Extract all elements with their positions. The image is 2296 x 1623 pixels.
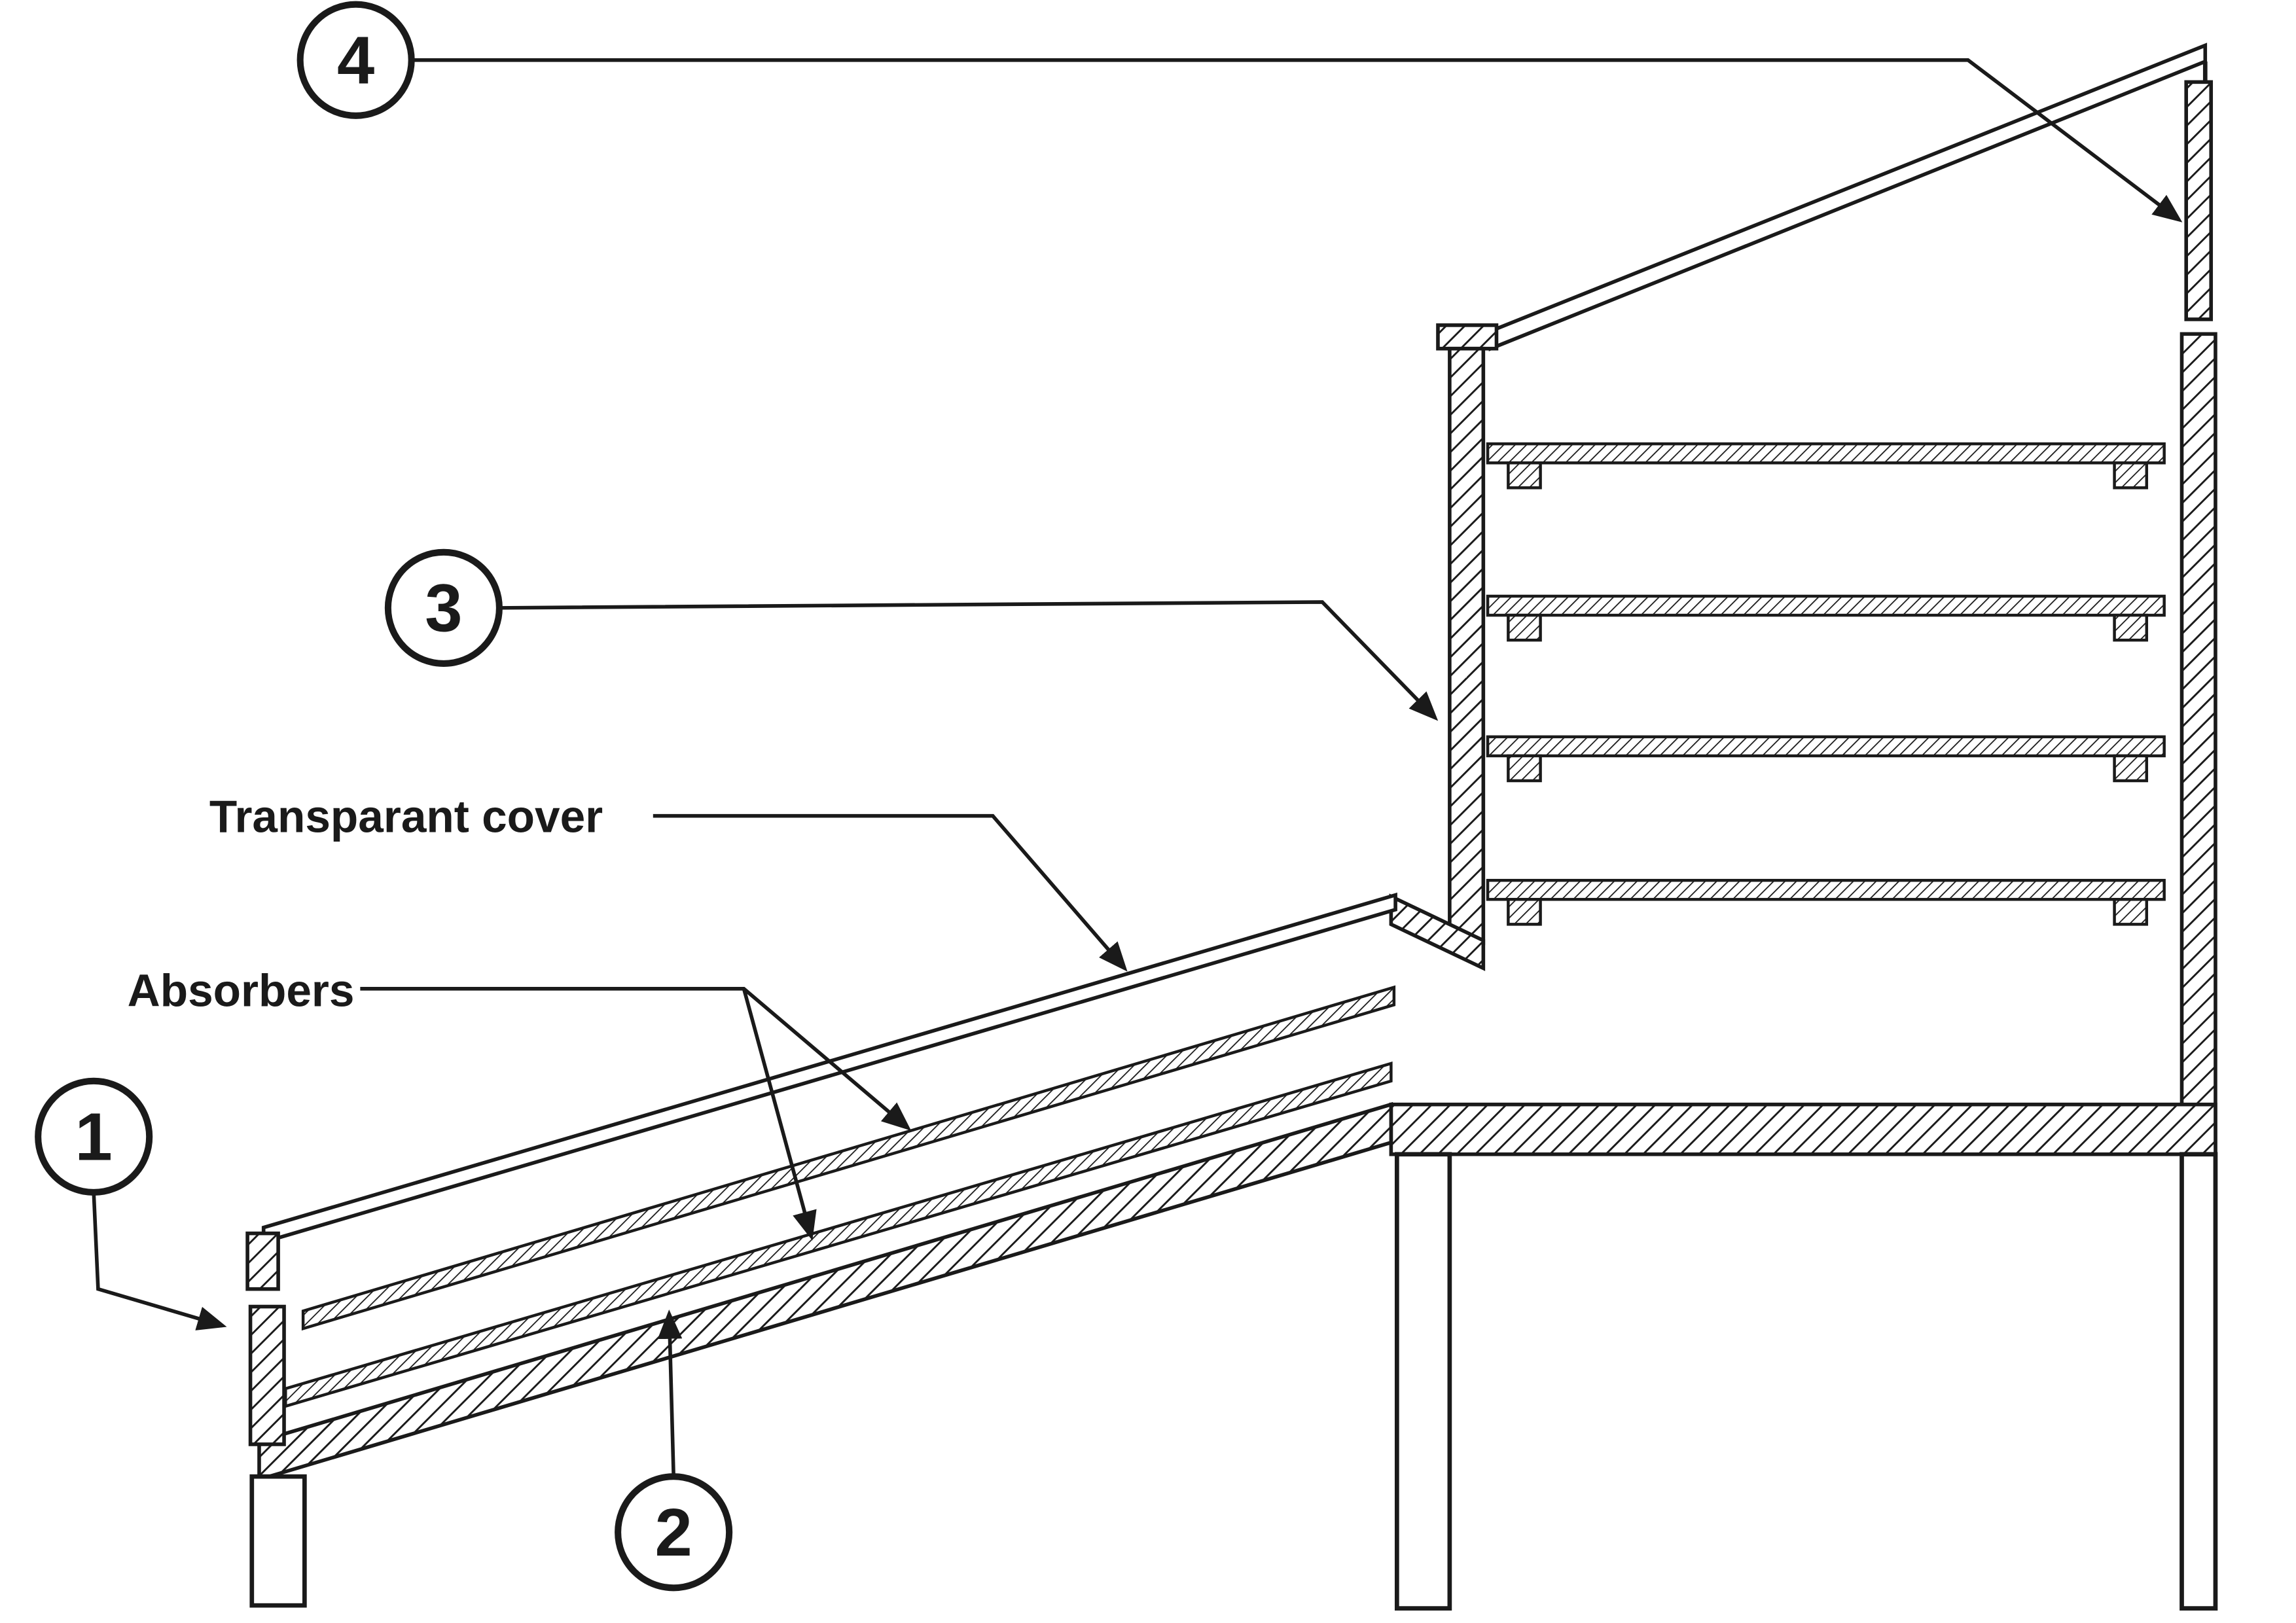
- tray-shelf: [1486, 442, 2166, 465]
- callout-1-number: 1: [75, 1099, 113, 1175]
- chamber-left-leg: [1394, 1152, 1452, 1611]
- callout-3-circle: [384, 548, 503, 667]
- callout-3: 3: [384, 548, 503, 667]
- tray-bracket-right: [2113, 898, 2149, 926]
- leader-line-absorbers-upper: [360, 987, 912, 1131]
- drying-tray-2: [1486, 594, 2166, 642]
- tray-shelf: [1486, 594, 2166, 617]
- callout-4-circle: [296, 1, 415, 119]
- chamber-roof-cover: [1488, 43, 2208, 351]
- tray-bracket-left: [1507, 613, 1542, 642]
- collector-absorber-lower: [284, 1061, 1393, 1408]
- label-transparent-cover: Transparant cover: [209, 791, 603, 842]
- tray-shelf: [1486, 878, 2166, 901]
- callouts: 4 3 1 2: [35, 1, 733, 1592]
- callout-1: 1: [35, 1077, 153, 1196]
- drying-tray-3: [1486, 735, 2166, 783]
- tray-shelf: [1486, 735, 2166, 758]
- callout-4-number: 4: [337, 23, 374, 98]
- tray-bracket-right: [2113, 754, 2149, 783]
- text-labels: Transparant cover Absorbers: [128, 791, 603, 1016]
- drying-tray-1: [1486, 442, 2166, 490]
- tray-bracket-right: [2113, 461, 2149, 490]
- leader-line-3: [499, 600, 1439, 721]
- collector-left-end-top: [245, 1231, 280, 1291]
- tray-bracket-left: [1507, 461, 1542, 490]
- collector-chamber-junction: [1389, 893, 1486, 971]
- collector-absorber-upper: [301, 985, 1396, 1331]
- leader-line-1: [92, 1192, 227, 1330]
- leader-line-transparent-cover: [653, 813, 1128, 972]
- chamber-floor: [1389, 1102, 2217, 1156]
- callout-2-number: 2: [655, 1495, 692, 1570]
- chamber-left-wall-cap: [1436, 323, 1499, 351]
- leader-line-absorbers-lower: [742, 988, 817, 1241]
- leader-line-4: [412, 58, 2183, 223]
- tray-bracket-left: [1507, 898, 1542, 926]
- collector-bottom-plate: [257, 1101, 1393, 1482]
- label-absorbers: Absorbers: [128, 965, 355, 1016]
- leader-line-2: [657, 1310, 683, 1476]
- callout-2: 2: [615, 1473, 733, 1592]
- drying-tray-4: [1486, 878, 2166, 926]
- callout-4: 4: [296, 1, 415, 119]
- collector-left-end-bottom: [248, 1304, 286, 1446]
- chamber-right-wall: [2179, 332, 2217, 1156]
- leader-lines: [92, 58, 2183, 1476]
- callout-3-number: 3: [425, 571, 462, 646]
- callout-1-circle: [35, 1077, 153, 1196]
- solar-collector: [245, 892, 1397, 1608]
- tray-bracket-left: [1507, 754, 1542, 783]
- drying-chamber: [1389, 43, 2218, 1611]
- chamber-right-leg: [2179, 1152, 2218, 1611]
- callout-2-circle: [615, 1473, 733, 1592]
- chamber-left-wall: [1448, 346, 1486, 946]
- tray-bracket-right: [2113, 613, 2149, 642]
- chimney-outlet-vent: [2184, 80, 2214, 321]
- collector-leg: [249, 1474, 307, 1608]
